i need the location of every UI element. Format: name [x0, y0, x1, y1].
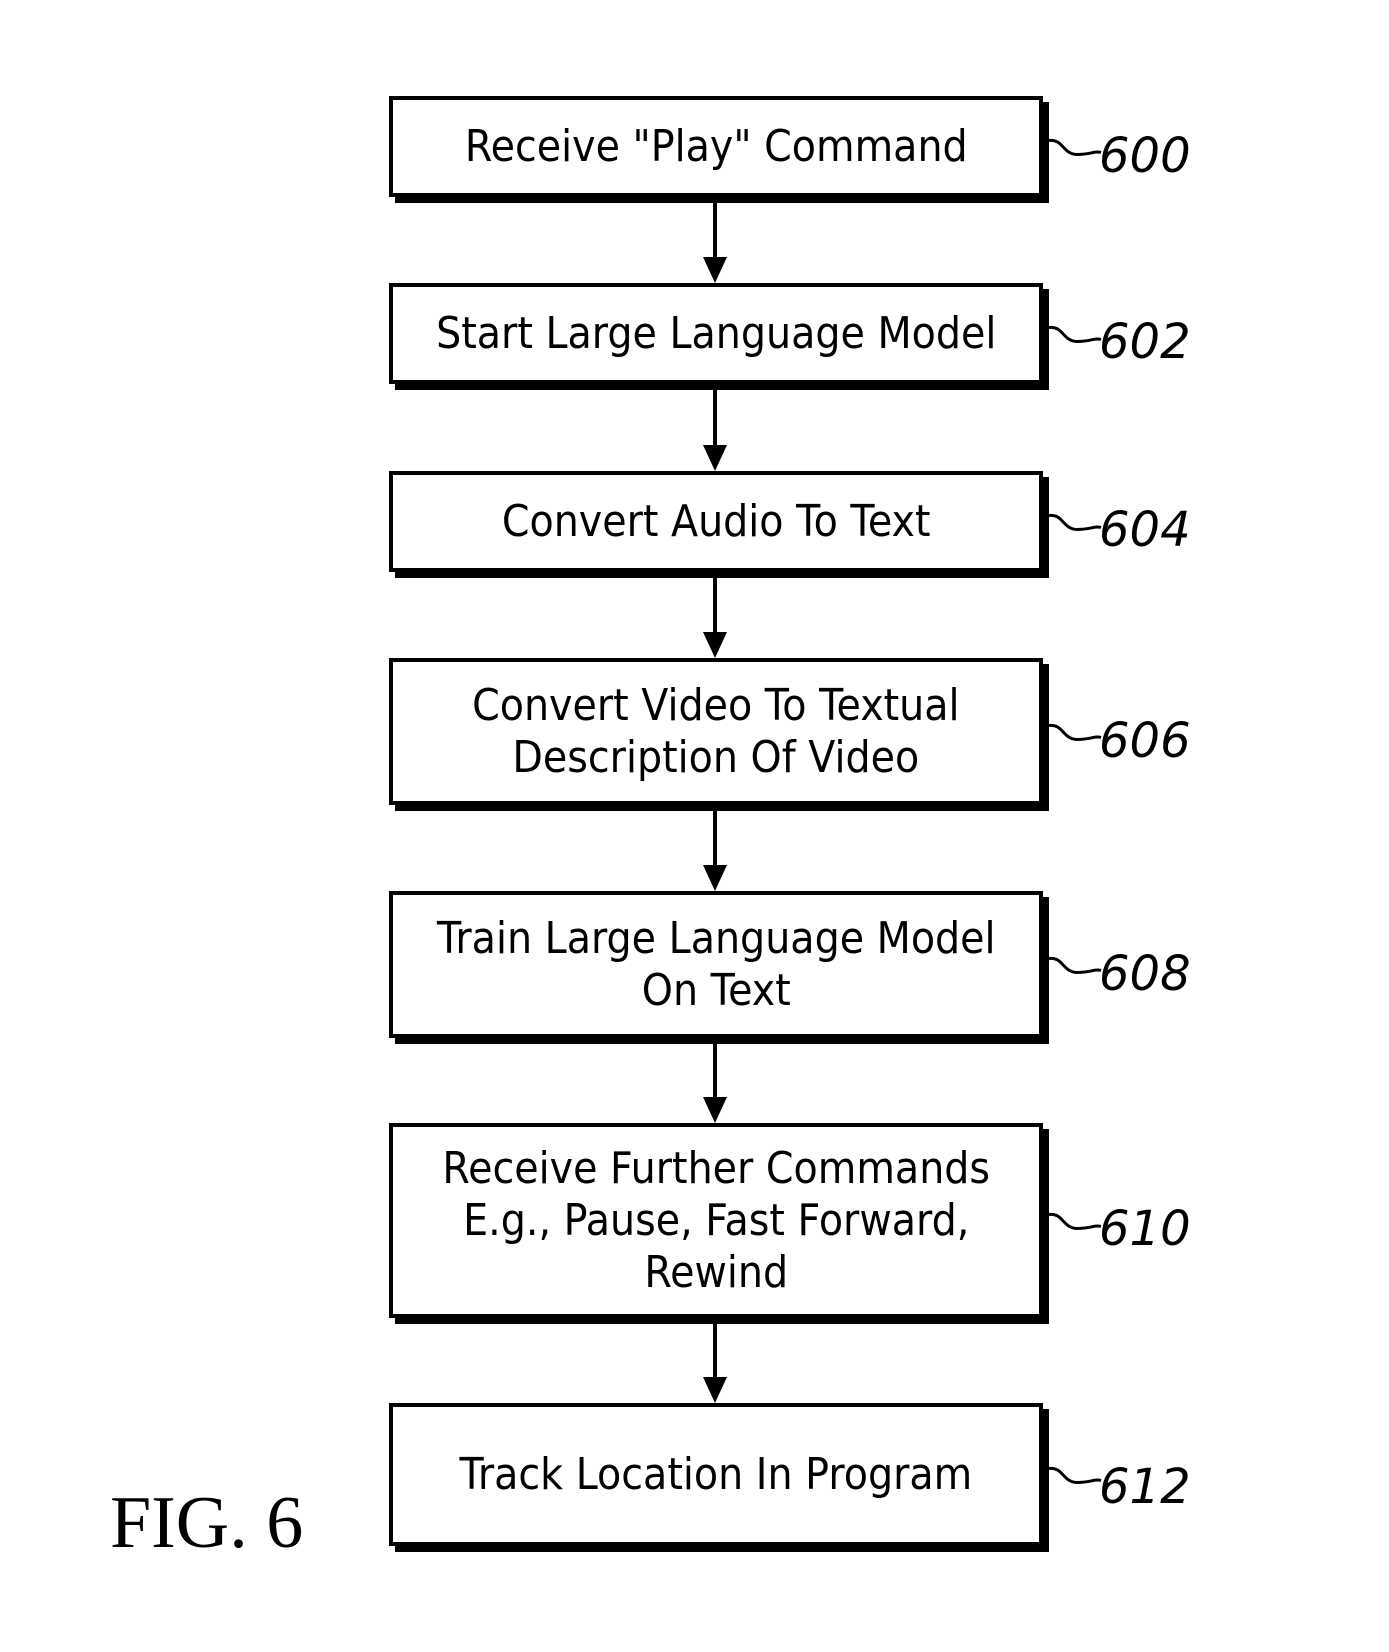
- step-box-600: Receive "Play" Command: [389, 96, 1043, 197]
- step-box-604: Convert Audio To Text: [389, 471, 1043, 572]
- ref-numeral-602: 602: [1099, 314, 1191, 370]
- step-box-608: Train Large Language Model On Text: [389, 891, 1043, 1038]
- ref-numeral-610: 610: [1099, 1201, 1191, 1257]
- step-label-606: Convert Video To Textual Description Of …: [472, 679, 960, 783]
- arrow-head-1: [703, 445, 727, 471]
- ref-numeral-612: 612: [1099, 1459, 1191, 1515]
- leader-line-2: [1048, 513, 1102, 532]
- leader-line-0: [1048, 138, 1102, 157]
- ref-numeral-606: 606: [1099, 713, 1191, 769]
- arrow-head-2: [703, 632, 727, 658]
- leader-line-1: [1048, 325, 1102, 344]
- arrow-head-3: [703, 865, 727, 891]
- leader-line-6: [1048, 1466, 1102, 1485]
- step-label-600: Receive "Play" Command: [464, 120, 968, 172]
- step-box-606: Convert Video To Textual Description Of …: [389, 658, 1043, 805]
- step-label-604: Convert Audio To Text: [501, 495, 931, 547]
- ref-numeral-604: 604: [1099, 502, 1191, 558]
- leader-line-3: [1048, 723, 1102, 742]
- arrow-head-0: [703, 257, 727, 283]
- step-label-602: Start Large Language Model: [435, 307, 997, 359]
- step-label-610: Receive Further Commands E.g., Pause, Fa…: [442, 1142, 990, 1298]
- leader-line-4: [1048, 956, 1102, 975]
- figure-label: FIG. 6: [110, 1482, 304, 1564]
- step-box-602: Start Large Language Model: [389, 283, 1043, 384]
- arrow-head-5: [703, 1377, 727, 1403]
- ref-numeral-608: 608: [1099, 946, 1191, 1002]
- step-label-612: Track Location In Program: [459, 1448, 973, 1500]
- step-box-610: Receive Further Commands E.g., Pause, Fa…: [389, 1123, 1043, 1318]
- step-label-608: Train Large Language Model On Text: [436, 912, 996, 1016]
- arrow-head-4: [703, 1097, 727, 1123]
- ref-numeral-600: 600: [1099, 128, 1191, 184]
- leader-line-5: [1048, 1212, 1102, 1231]
- step-box-612: Track Location In Program: [389, 1403, 1043, 1546]
